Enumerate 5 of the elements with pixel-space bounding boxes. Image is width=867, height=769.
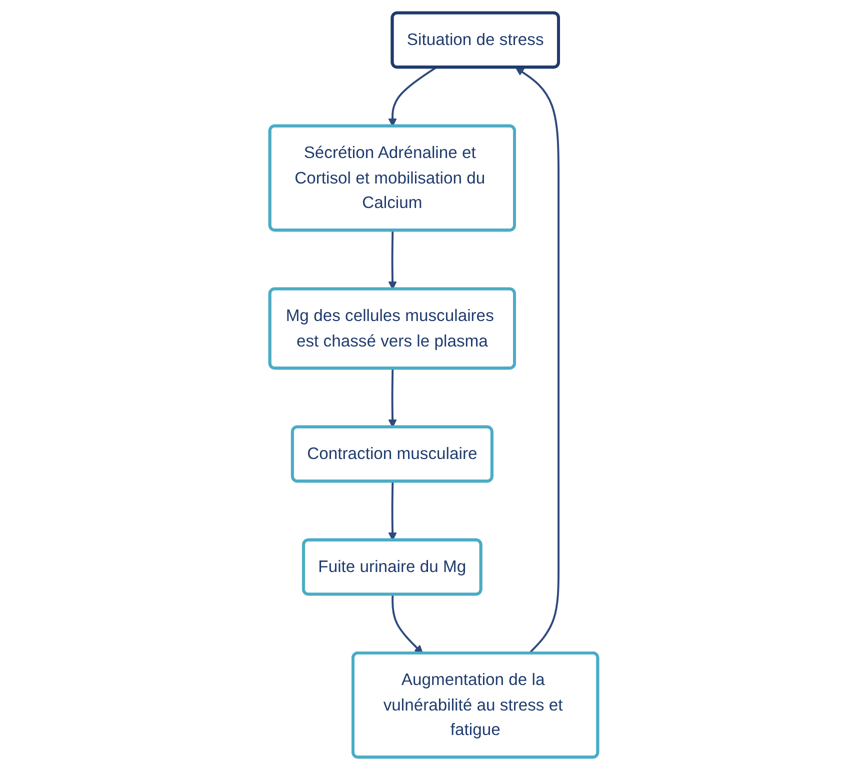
arrow xyxy=(388,230,397,290)
arrow xyxy=(388,66,436,126)
arrow xyxy=(388,368,397,428)
arrow xyxy=(391,594,423,654)
arrow xyxy=(388,481,397,540)
